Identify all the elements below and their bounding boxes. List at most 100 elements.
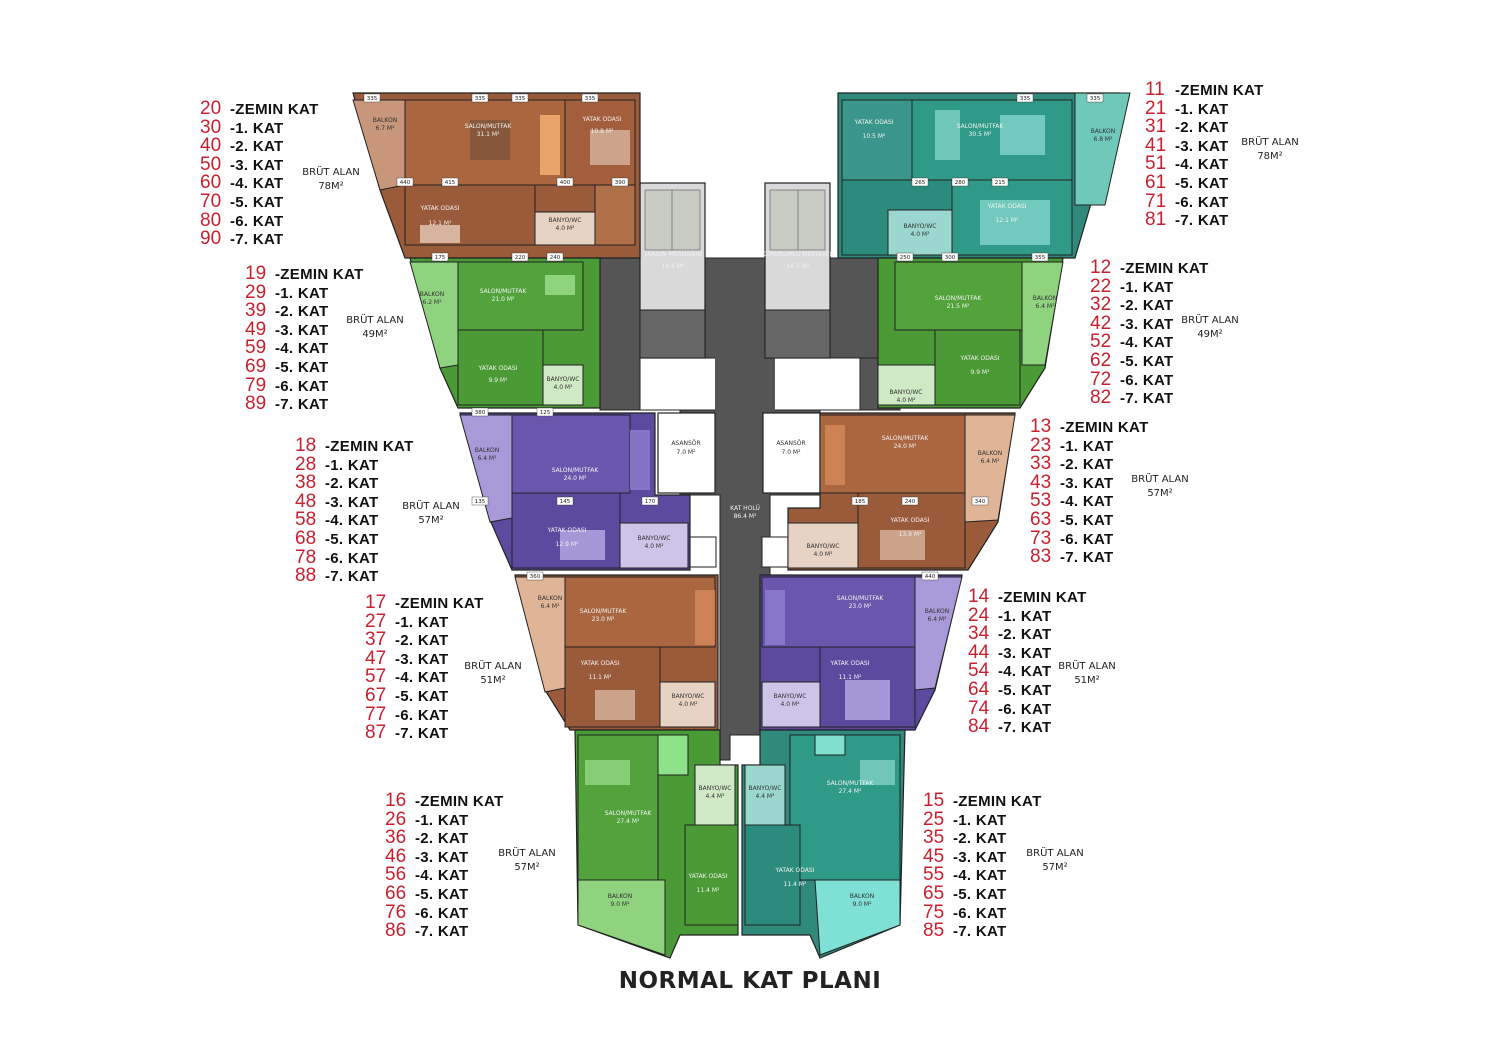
apartment-number: 74 (968, 697, 990, 719)
floor-label: -1. KAT (325, 456, 379, 474)
unit-e3: SALON/MUTFAK 24.0 M² BALKON 6.4 M² YATAK… (787, 412, 1016, 571)
apartment-number: 32 (1090, 294, 1112, 316)
stair-left-label: YANGIN MERDİVENİ (643, 251, 703, 258)
dimension-tag: 355 (1035, 255, 1046, 261)
floor-row: 50-3. KAT (200, 155, 319, 175)
floor-label: -3. KAT (415, 848, 469, 866)
room-label: YATAK ODASI (688, 873, 728, 880)
room-area: 24.0 M² (894, 443, 917, 450)
floor-label: -1. KAT (275, 284, 329, 302)
floor-label: -3. KAT (1175, 137, 1229, 155)
floor-row: 30-1. KAT (200, 118, 319, 138)
apartment-number: 59 (245, 337, 267, 359)
floor-row: 71 -6. KAT (1145, 190, 1264, 212)
apartment-number: 60 (200, 172, 222, 194)
floor-row: 48-3. KAT (295, 492, 414, 512)
apartment-number: 19 (245, 263, 267, 284)
apartment-number: 81 (1145, 209, 1167, 231)
stair-left: YANGIN MERDİVENİ 14.5 M² (639, 182, 706, 359)
unit-e2: SALON/MUTFAK 21.5 M² BALKON 6.4 M² YATAK… (877, 257, 1064, 409)
apartment-number: 80 (200, 209, 222, 231)
dimension-tag-box (991, 177, 1009, 187)
floor-row: 39-2. KAT (245, 301, 364, 321)
floor-label: -7. KAT (1120, 390, 1174, 408)
apartment-number: 79 (245, 374, 267, 396)
floor-row: 64-5. KAT (968, 678, 1087, 700)
apartment-number: 90 (200, 228, 222, 250)
hall-label: KAT HOLÜ 86.4 M² (730, 505, 760, 520)
apartment-number: 27 (365, 610, 387, 632)
floor-label: -6. KAT (1175, 193, 1229, 211)
apartment-number: 36 (385, 827, 407, 849)
apartment-number: 57 (365, 666, 387, 688)
room-area: 23.0 M² (592, 616, 615, 623)
apartment-number: 47 (365, 647, 387, 669)
floor-label: -4. KAT (1060, 493, 1114, 511)
floor-label: -3. KAT (395, 650, 449, 668)
apartment-number: 64 (968, 678, 990, 700)
room-area: 11.4 M² (784, 881, 807, 888)
unit-e4: SALON/MUTFAK 23.0 M² BALKON 6.4 M² YATAK… (759, 574, 963, 731)
room-label: BALKON (373, 117, 397, 124)
room-label: BANYO/WC (774, 693, 807, 700)
floor-label: -1. KAT (395, 613, 449, 631)
floor-label: -ZEMIN KAT (1060, 419, 1149, 436)
dimension-tag: 240 (905, 499, 916, 505)
room-label: YATAK ODASI (420, 205, 460, 212)
apartment-number: 82 (1090, 387, 1112, 409)
floor-label: -7. KAT (230, 231, 284, 249)
room-area: 9.9 M² (488, 377, 508, 384)
dimension-tag: 340 (975, 499, 986, 505)
room-label: BANYO/WC (547, 376, 580, 383)
floor-row: 87-7. KAT (365, 723, 484, 743)
elevator-left-label: ASANSÖR (671, 440, 700, 447)
floor-row: 27 -1. KAT (365, 610, 484, 632)
floor-row: 58-4. KAT (295, 511, 414, 530)
apartment-number: 89 (245, 393, 267, 415)
dimension-tag: 335 (367, 96, 378, 102)
dimension-tag: 265 (915, 180, 926, 186)
dimension-tag: 220 (515, 255, 526, 261)
apartment-number: 22 (1090, 275, 1112, 297)
room-label: BANYO/WC (890, 389, 923, 396)
floor-label: -1. KAT (1175, 100, 1229, 118)
unit-w2: SALON/MUTFAK 21.0 M² BALKON 6.2 M² YATAK… (409, 257, 601, 409)
apartment-number: 26 (385, 808, 407, 830)
room-label: BALKON (850, 893, 874, 900)
floor-row: 85-7. KAT (923, 921, 1042, 941)
floor-label: -1. KAT (415, 811, 469, 829)
apartment-number: 71 (1145, 190, 1167, 212)
apartment-number: 61 (1145, 171, 1167, 193)
apartment-number: 23 (1030, 434, 1052, 456)
floor-label: -1. KAT (230, 119, 284, 137)
apartment-number: 33 (1030, 453, 1052, 475)
room-area: 9.9 M² (970, 369, 990, 376)
apartment-number: 43 (1030, 471, 1052, 493)
floor-row: 62-5. KAT (1090, 351, 1209, 371)
room-label: BALKON (475, 447, 499, 454)
dimension-tag-box (851, 496, 869, 506)
room-area: 4.0 M² (553, 384, 573, 391)
floor-label: -3. KAT (275, 321, 329, 339)
floor-row: 42-3. KAT (1090, 314, 1209, 334)
floor-row: 21-1. KAT (1145, 99, 1264, 119)
floor-label: -4. KAT (325, 512, 379, 530)
apartment-number: 31 (1145, 116, 1167, 138)
floor-row: 46-3. KAT (385, 847, 504, 867)
floor-label: -3. KAT (998, 644, 1052, 662)
floor-row: 17-ZEMIN KAT (365, 593, 484, 613)
dimension-tag-box (471, 407, 489, 417)
room-label: SALON/MUTFAK (837, 595, 885, 602)
room-area: 27.4 M² (617, 818, 640, 825)
floor-row: 35-2. KAT (923, 828, 1042, 848)
floor-row: 55-4. KAT (923, 866, 1042, 885)
apartment-number: 11 (1145, 79, 1165, 100)
room-label: SALON/MUTFAK (465, 123, 513, 130)
room-area: 9.0 M² (852, 901, 872, 908)
floor-label: -2. KAT (1175, 119, 1229, 137)
room-label: SALON/MUTFAK (935, 295, 983, 302)
floor-label: -1. KAT (998, 607, 1052, 625)
floor-label: -3. KAT (325, 493, 379, 511)
